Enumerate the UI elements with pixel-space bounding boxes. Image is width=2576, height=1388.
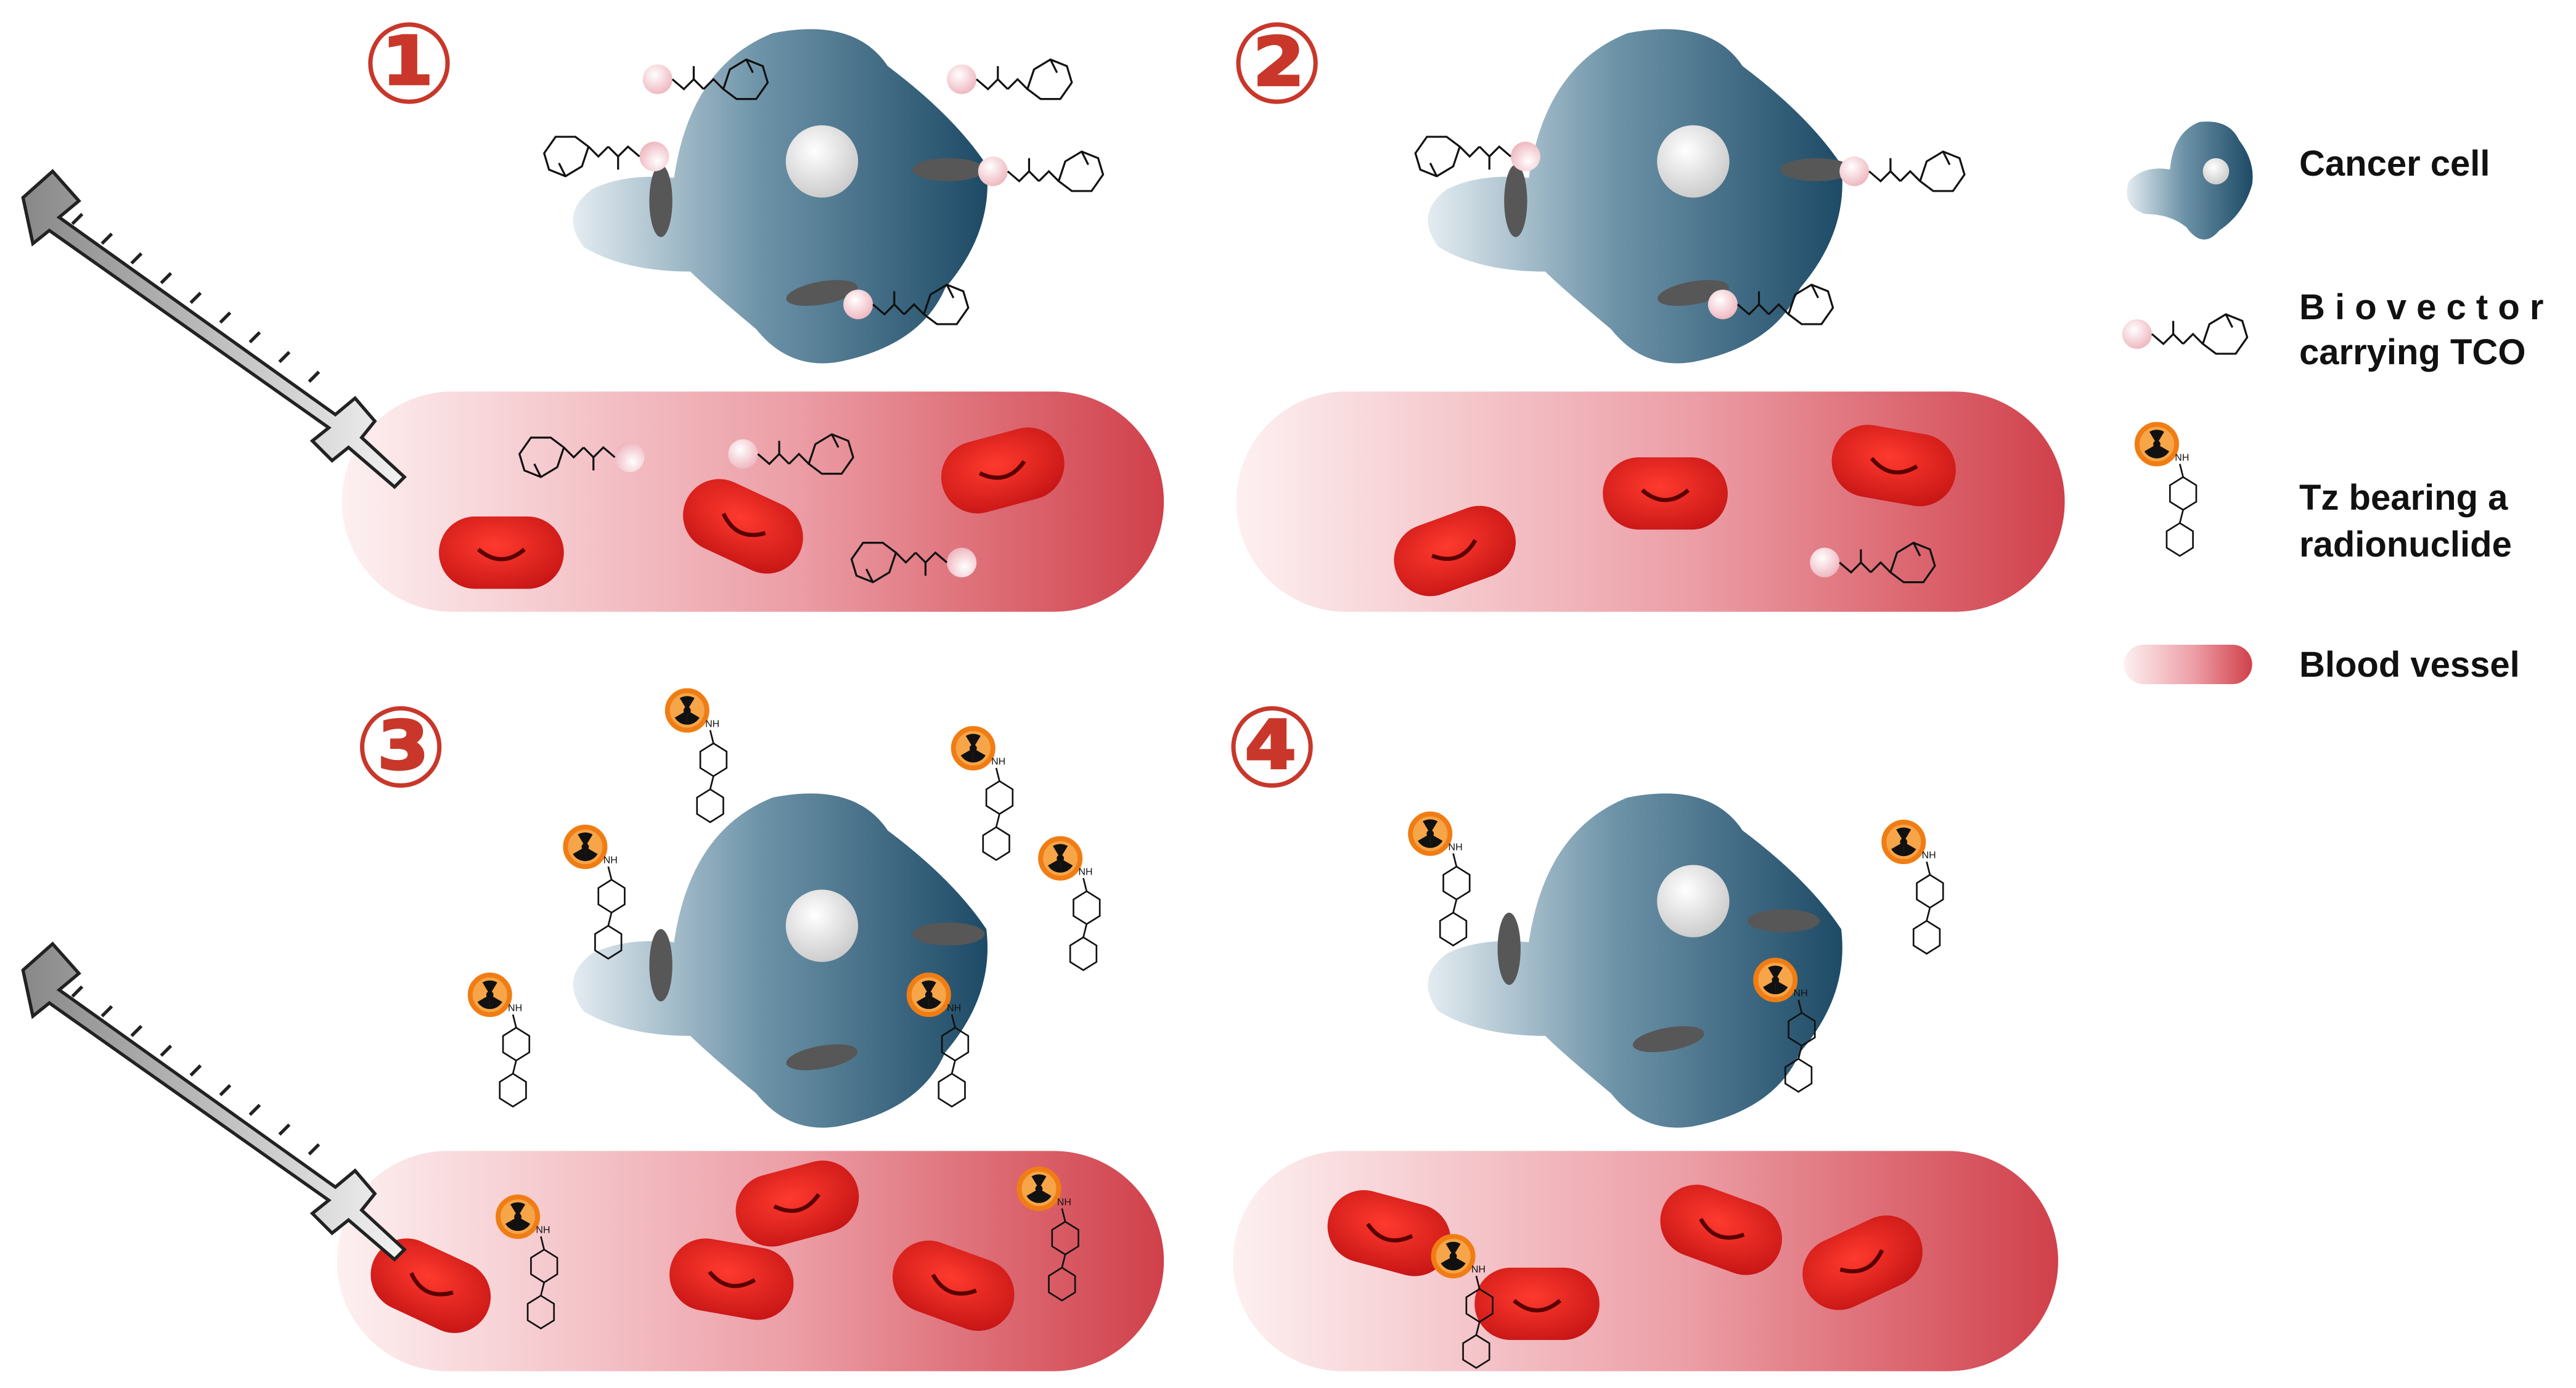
receptor — [912, 922, 985, 946]
step-number-2: ② — [1230, 0, 1325, 129]
cancer-cell-1 — [573, 29, 988, 364]
panel-4: ④ — [1225, 682, 2058, 1371]
panel-3: ③ — [23, 682, 1164, 1371]
red-blood-cell — [1603, 457, 1728, 529]
biovector-tco — [977, 150, 1105, 192]
tz-radionuclide — [668, 691, 727, 822]
legend-blood-vessel-label: Blood vessel — [2299, 645, 2520, 685]
nucleus-1 — [785, 125, 859, 198]
receptor — [1497, 912, 1521, 986]
nucleus-3 — [785, 889, 859, 962]
legend-biovector-icon — [2121, 313, 2249, 355]
legend-tz-icon — [2137, 425, 2196, 556]
legend-cancer-cell-icon — [2127, 121, 2253, 240]
step-number-4: ④ — [1225, 682, 1320, 812]
legend — [2121, 121, 2253, 684]
legend-cancer-cell-label: Cancer cell — [2299, 144, 2490, 184]
receptor — [649, 929, 673, 1002]
biovector-tco — [946, 58, 1073, 100]
receptor — [1504, 165, 1527, 237]
tz-radionuclide — [1884, 822, 1943, 953]
legend-vessel-icon — [2124, 644, 2252, 684]
biovector-tco — [1414, 136, 1542, 178]
syringe-2 — [23, 944, 404, 1259]
receptor — [1747, 909, 1820, 933]
panel-2: ② — [1230, 0, 2065, 612]
cancer-cell-3 — [573, 793, 988, 1128]
tz-radionuclide — [565, 827, 624, 958]
legend-tz-line1: Tz bearing a — [2299, 478, 2508, 518]
legend-tz-line2: radionuclide — [2299, 525, 2512, 565]
panel-1: ① — [23, 0, 1164, 612]
tz-radionuclide — [470, 975, 530, 1106]
legend-biovector-line1: B i o v e c t o r — [2299, 287, 2544, 327]
tz-radionuclide — [954, 729, 1013, 860]
receptor — [649, 165, 673, 237]
nucleus-2 — [1657, 125, 1730, 198]
cancer-cell-4 — [1428, 793, 1842, 1128]
syringe-1 — [23, 171, 404, 487]
cancer-cell-2 — [1428, 29, 1842, 364]
blood-vessel-4 — [1233, 1151, 2058, 1371]
step-number-1: ① — [362, 0, 457, 129]
biovector-tco — [1838, 150, 1966, 192]
tz-radionuclide — [1410, 814, 1470, 945]
tz-radionuclide — [1041, 839, 1100, 970]
receptor — [912, 158, 985, 181]
legend-biovector-line2: carrying TCO — [2299, 332, 2526, 372]
step-number-3: ③ — [353, 682, 448, 812]
biovector-tco — [543, 136, 671, 178]
red-blood-cell — [439, 516, 564, 589]
nucleus-4 — [1657, 865, 1730, 937]
